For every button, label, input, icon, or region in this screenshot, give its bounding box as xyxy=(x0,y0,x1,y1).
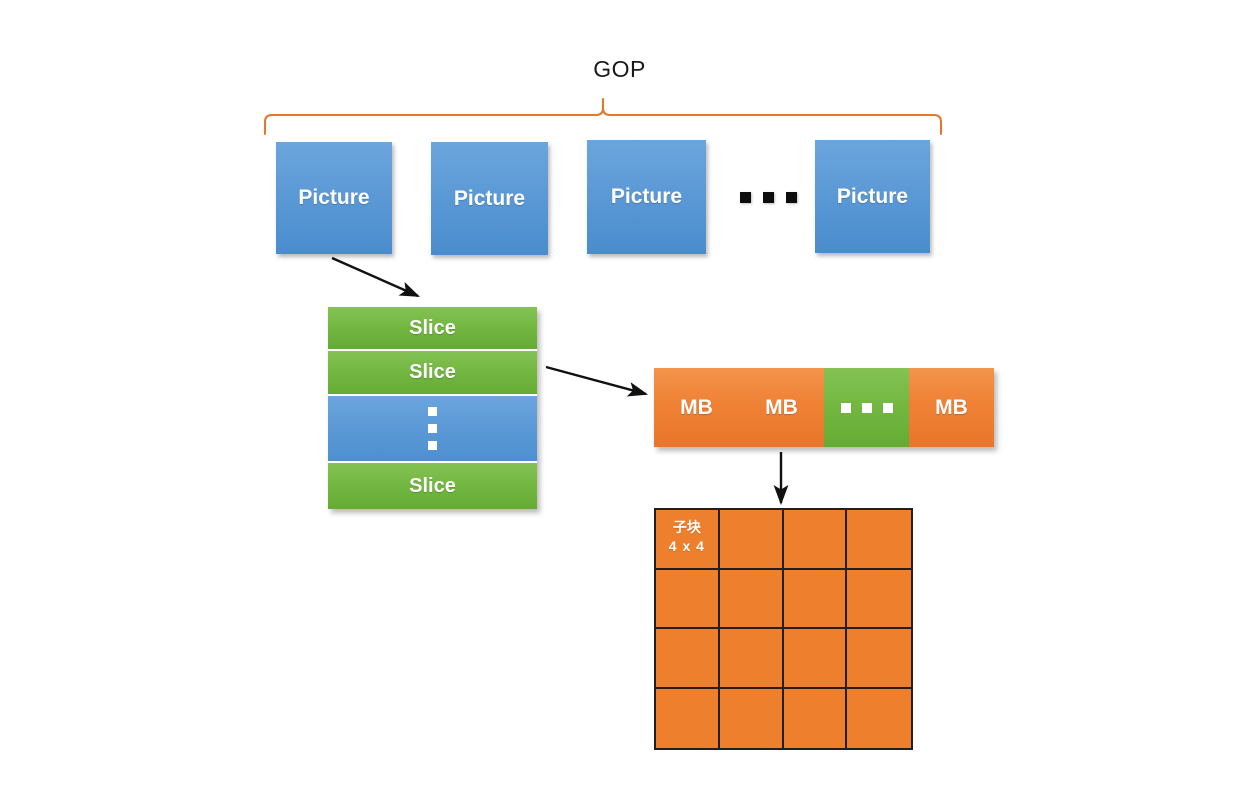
subblock-cell[interactable] xyxy=(783,510,848,570)
ellipsis-dot xyxy=(763,192,774,203)
picture-box-label: Picture xyxy=(610,185,683,208)
picture-box-2[interactable]: Picture xyxy=(431,142,548,255)
subblock-grid: 子块 4 x 4 xyxy=(654,508,913,750)
subblock-cell[interactable] xyxy=(656,629,720,689)
ellipsis-dot xyxy=(428,424,437,433)
slice-bar-1[interactable]: Slice xyxy=(328,307,537,349)
picture-box-1[interactable]: Picture xyxy=(276,142,392,254)
picture-box-4[interactable]: Picture xyxy=(815,140,930,253)
arrow-slice-to-macroblock xyxy=(545,365,649,397)
slice-bar-2[interactable]: Slice xyxy=(328,351,537,394)
subblock-cell[interactable] xyxy=(719,629,784,689)
subblock-cell[interactable] xyxy=(847,688,911,748)
arrow-picture-to-slice xyxy=(331,256,420,298)
macroblock-row: MB MB MB xyxy=(654,368,994,447)
macroblock-label: MB xyxy=(935,395,968,419)
vertical-ellipsis-icon xyxy=(428,407,437,450)
ellipsis-dot xyxy=(882,402,893,413)
gop-bracket xyxy=(258,96,948,136)
subblock-cell[interactable] xyxy=(656,569,720,629)
page-title: GOP xyxy=(593,56,646,82)
gop-bracket-svg xyxy=(263,97,943,136)
macroblock-cell-3[interactable]: MB xyxy=(909,368,994,447)
subblock-label-line1: 子块 xyxy=(672,519,701,535)
ellipsis-dot xyxy=(428,441,437,450)
subblock-label-line2: 4 x 4 xyxy=(668,537,705,554)
slice-bar-label: Slice xyxy=(409,474,456,497)
ellipsis-dot xyxy=(840,402,851,413)
subblock-cell[interactable] xyxy=(847,510,911,570)
subblock-cell[interactable] xyxy=(783,688,848,748)
slice-bar-label: Slice xyxy=(409,361,456,383)
ellipsis-dot xyxy=(740,192,751,203)
picture-box-3[interactable]: Picture xyxy=(587,140,706,254)
macroblock-cell-1[interactable]: MB xyxy=(654,368,739,447)
horizontal-ellipsis-icon xyxy=(840,402,893,413)
subblock-grid-label: 子块 4 x 4 xyxy=(656,518,718,556)
picture-ellipsis-icon xyxy=(740,192,797,203)
macroblock-cell-ellipsis xyxy=(824,368,909,447)
macroblock-label: MB xyxy=(680,395,713,419)
macroblock-label: MB xyxy=(765,395,798,419)
ellipsis-dot xyxy=(786,192,797,203)
ellipsis-dot xyxy=(428,407,437,416)
slice-stack: Slice Slice Slice xyxy=(328,307,537,509)
subblock-cell[interactable] xyxy=(656,688,720,748)
picture-box-label: Picture xyxy=(298,186,370,209)
subblock-cell[interactable] xyxy=(783,629,848,689)
picture-box-label: Picture xyxy=(453,186,526,210)
subblock-cell[interactable]: 子块 4 x 4 xyxy=(656,510,720,570)
slice-bar-label: Slice xyxy=(409,316,456,339)
picture-box-label: Picture xyxy=(836,184,909,208)
macroblock-cell-2[interactable]: MB xyxy=(739,368,824,447)
subblock-cell[interactable] xyxy=(719,569,784,629)
ellipsis-dot xyxy=(861,402,872,413)
subblock-cell[interactable] xyxy=(783,569,848,629)
slice-bar-3[interactable]: Slice xyxy=(328,463,537,509)
slice-bar-ellipsis xyxy=(328,396,537,461)
subblock-cell[interactable] xyxy=(719,688,784,748)
subblock-cell[interactable] xyxy=(719,510,784,570)
subblock-cell[interactable] xyxy=(847,569,911,629)
subblock-cell[interactable] xyxy=(847,629,911,689)
